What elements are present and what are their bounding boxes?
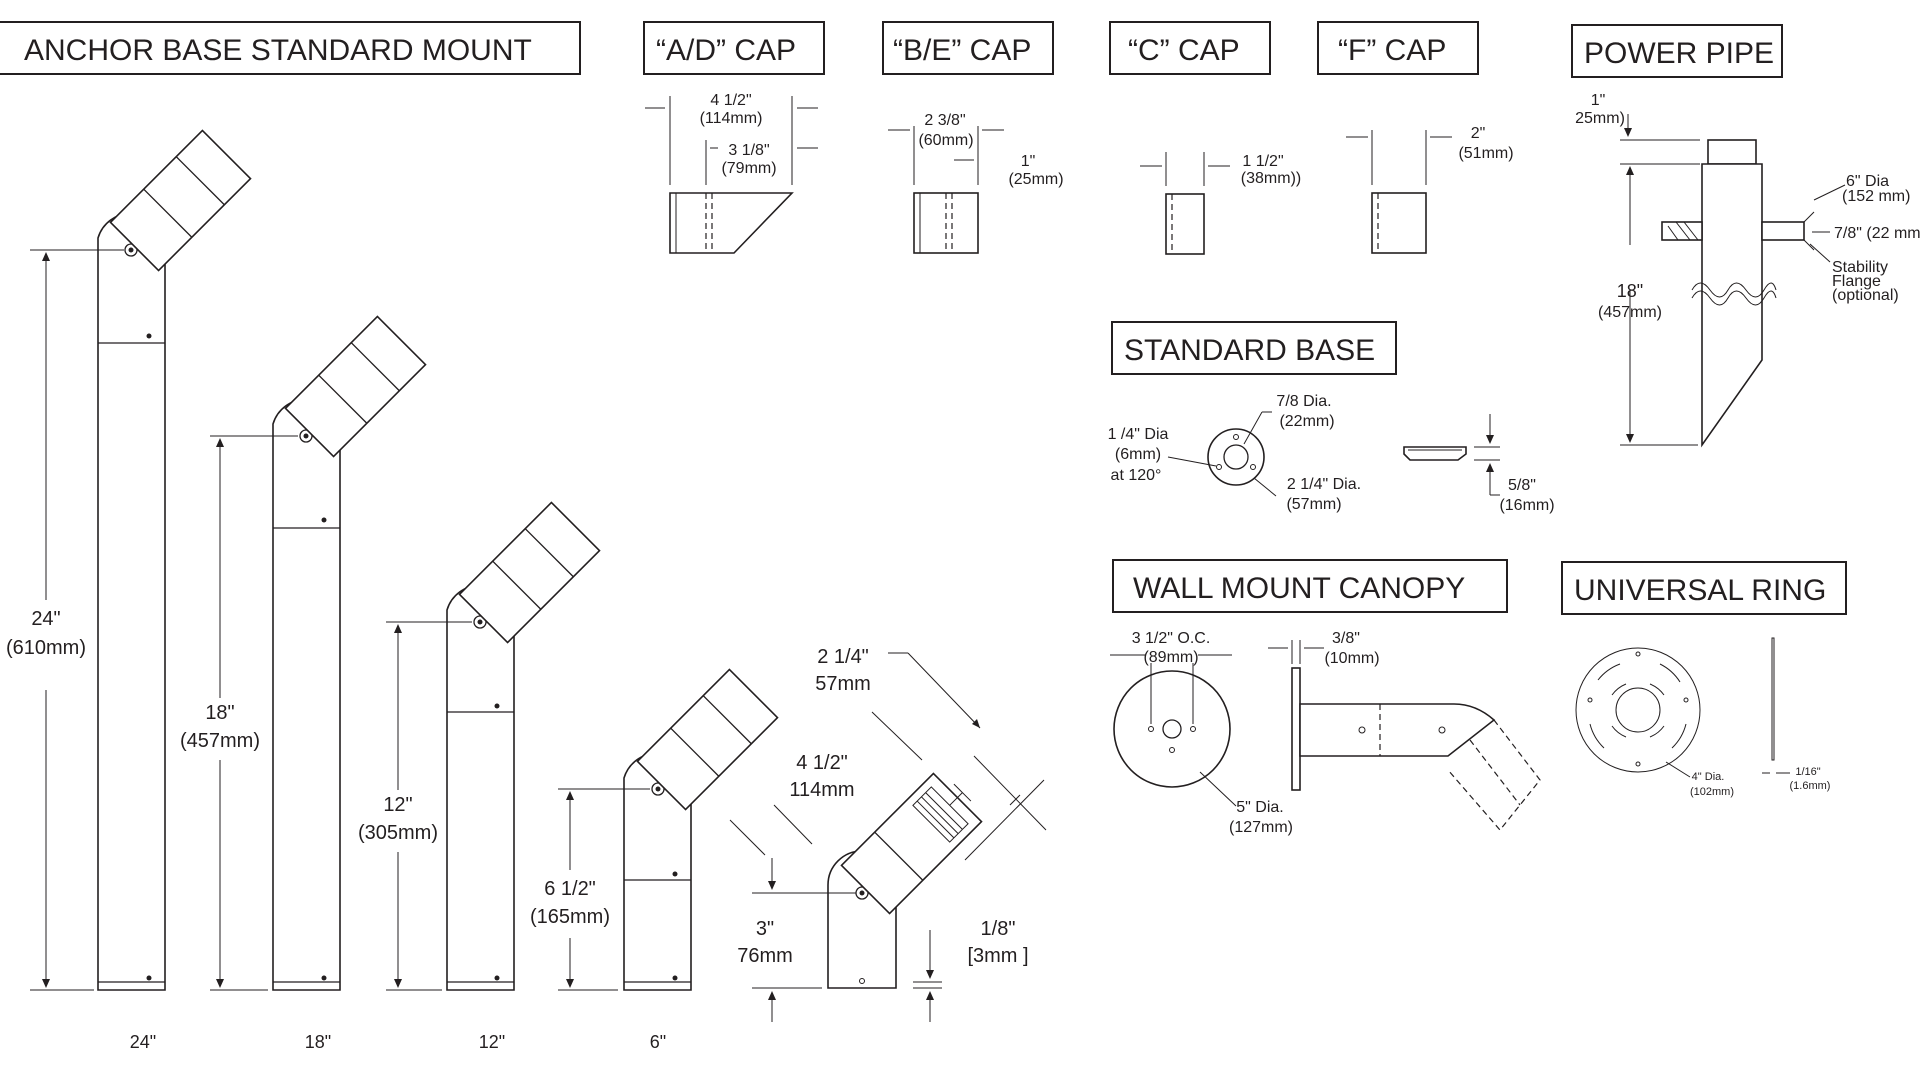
power-pipe-flange-1: Stability <box>1832 259 1888 276</box>
cap-be-inner-mm: (25mm) <box>1008 171 1063 188</box>
cap-c-in: 1 1/2" <box>1242 153 1283 170</box>
ring-dia-mm: (102mm) <box>1690 786 1734 798</box>
detail-d2-mm: 114mm <box>789 779 854 801</box>
mount-18-dim-mm: (457mm) <box>180 730 260 752</box>
mount-18-label: 18" <box>305 1032 331 1052</box>
cap-c-drawing <box>1140 152 1230 255</box>
cap-f-title: “F” CAP <box>1338 34 1446 67</box>
wall-canopy-title-box: WALL MOUNT CANOPY <box>1112 559 1508 613</box>
mount-12-label: 12" <box>479 1032 505 1052</box>
cap-ad-title-box: “A/D” CAP <box>643 21 825 75</box>
mount-18-dim-in: 18" <box>205 702 234 724</box>
mount-24-dim-in: 24" <box>31 608 60 630</box>
anchor-title: ANCHOR BASE STANDARD MOUNT <box>24 34 532 67</box>
canopy-thk-mm: (10mm) <box>1324 650 1379 667</box>
cap-be-outer-in: 2 3/8" <box>924 112 965 129</box>
ring-thk-mm: (1.6mm) <box>1790 780 1831 792</box>
power-pipe-title-box: POWER PIPE <box>1571 24 1783 78</box>
standard-base-title: STANDARD BASE <box>1124 334 1375 367</box>
base-hole-3: at 120° <box>1111 467 1162 484</box>
mount-12-dim-mm: (305mm) <box>358 822 438 844</box>
power-pipe-len-in: 18" <box>1617 281 1643 301</box>
cap-be-title-box: “B/E” CAP <box>882 21 1054 75</box>
detail-d4-in: 1/8" <box>981 918 1016 940</box>
power-pipe-len-mm-shown: (457mm) <box>1598 304 1662 321</box>
base-hole-1: 1 /4" Dia <box>1108 426 1169 443</box>
power-pipe-flange-2: Flange <box>1832 273 1881 290</box>
detail-d1-in: 2 1/4" <box>817 646 869 668</box>
cap-be-title: “B/E” CAP <box>893 34 1031 67</box>
power-pipe-dia-mm: (152 mm) <box>1842 188 1910 205</box>
cap-ad-title: “A/D” CAP <box>656 34 796 67</box>
detail-d1-mm: 57mm <box>815 673 871 695</box>
cap-ad-outer-mm: (114mm) <box>700 110 763 127</box>
cap-c-title-box: “C” CAP <box>1109 21 1271 75</box>
detail-d3-mm: 76mm <box>737 945 793 967</box>
mount-6-dim-in: 6 1/2" <box>544 878 596 900</box>
detail-d2-in: 4 1/2" <box>796 752 848 774</box>
wall-canopy-drawing <box>1110 640 1541 831</box>
universal-ring-title: UNIVERSAL RING <box>1574 574 1826 607</box>
power-pipe-drawing <box>1620 114 1846 448</box>
cap-f-title-box: “F” CAP <box>1317 21 1479 75</box>
mount-12-dim-in: 12" <box>383 794 412 816</box>
detail-drawing <box>729 652 1047 1022</box>
standard-base-drawing <box>1167 411 1500 497</box>
canopy-oc-mm: (89mm) <box>1143 649 1198 666</box>
cap-f-mm: (51mm) <box>1458 145 1513 162</box>
canopy-oc-in: 3 1/2" O.C. <box>1132 630 1211 647</box>
anchor-title-box: ANCHOR BASE STANDARD MOUNT <box>0 21 581 75</box>
universal-ring-title-box: UNIVERSAL RING <box>1561 561 1847 615</box>
cap-c-title: “C” CAP <box>1128 34 1240 67</box>
mount-24-dim-mm: (610mm) <box>6 637 86 659</box>
cap-ad-inner-in: 3 1/8" <box>728 142 769 159</box>
base-outer-2: (57mm) <box>1286 496 1341 513</box>
ring-thk-in: 1/16" <box>1795 766 1820 778</box>
power-pipe-flange-3: (optional) <box>1832 287 1899 304</box>
power-pipe-top-mm: 25mm) <box>1575 110 1625 127</box>
power-pipe-title: POWER PIPE <box>1584 37 1774 70</box>
power-pipe-dia-in: 6" Dia <box>1846 173 1889 190</box>
power-pipe-pipe-dia: 7/8" (22 mm <box>1834 225 1920 242</box>
mount-12-drawing <box>386 501 601 991</box>
canopy-dia-in: 5" Dia. <box>1236 799 1283 816</box>
cap-ad-outer-in: 4 1/2" <box>710 92 751 109</box>
canopy-thk-in: 3/8" <box>1332 630 1360 647</box>
cap-f-drawing <box>1346 130 1452 254</box>
cap-be-outer-mm: (60mm) <box>918 132 973 149</box>
mount-6-drawing <box>558 668 779 991</box>
mount-6-label: 6" <box>650 1032 666 1052</box>
cap-f-in: 2" <box>1471 125 1486 142</box>
cap-c-mm: (38mm)) <box>1241 170 1301 187</box>
ring-dia-in: 4" Dia. <box>1692 771 1725 783</box>
power-pipe-top-in: 1" <box>1591 92 1606 109</box>
base-hole-2: (6mm) <box>1115 446 1161 463</box>
mount-6-dim-mm: (165mm) <box>530 906 610 928</box>
canopy-dia-mm: (127mm) <box>1229 819 1293 836</box>
cap-be-drawing <box>888 126 1004 254</box>
base-center-2: (22mm) <box>1279 413 1334 430</box>
cap-ad-drawing <box>645 96 818 254</box>
detail-d4-mm: [3mm ] <box>967 945 1028 967</box>
base-outer-1: 2 1/4" Dia. <box>1287 476 1361 493</box>
mount-18-drawing <box>210 315 427 991</box>
mount-24-drawing <box>30 129 252 991</box>
base-h-mm: (16mm) <box>1499 497 1554 514</box>
mount-24-label: 24" <box>130 1032 156 1052</box>
base-h-in: 5/8" <box>1508 477 1536 494</box>
wall-canopy-title: WALL MOUNT CANOPY <box>1133 572 1465 605</box>
universal-ring-drawing <box>1575 637 1790 778</box>
detail-d3-in: 3" <box>756 918 774 940</box>
standard-base-title-box: STANDARD BASE <box>1111 321 1397 375</box>
cap-be-inner-in: 1" <box>1021 153 1036 170</box>
base-center-1: 7/8 Dia. <box>1276 393 1331 410</box>
cap-ad-inner-mm: (79mm) <box>721 160 776 177</box>
